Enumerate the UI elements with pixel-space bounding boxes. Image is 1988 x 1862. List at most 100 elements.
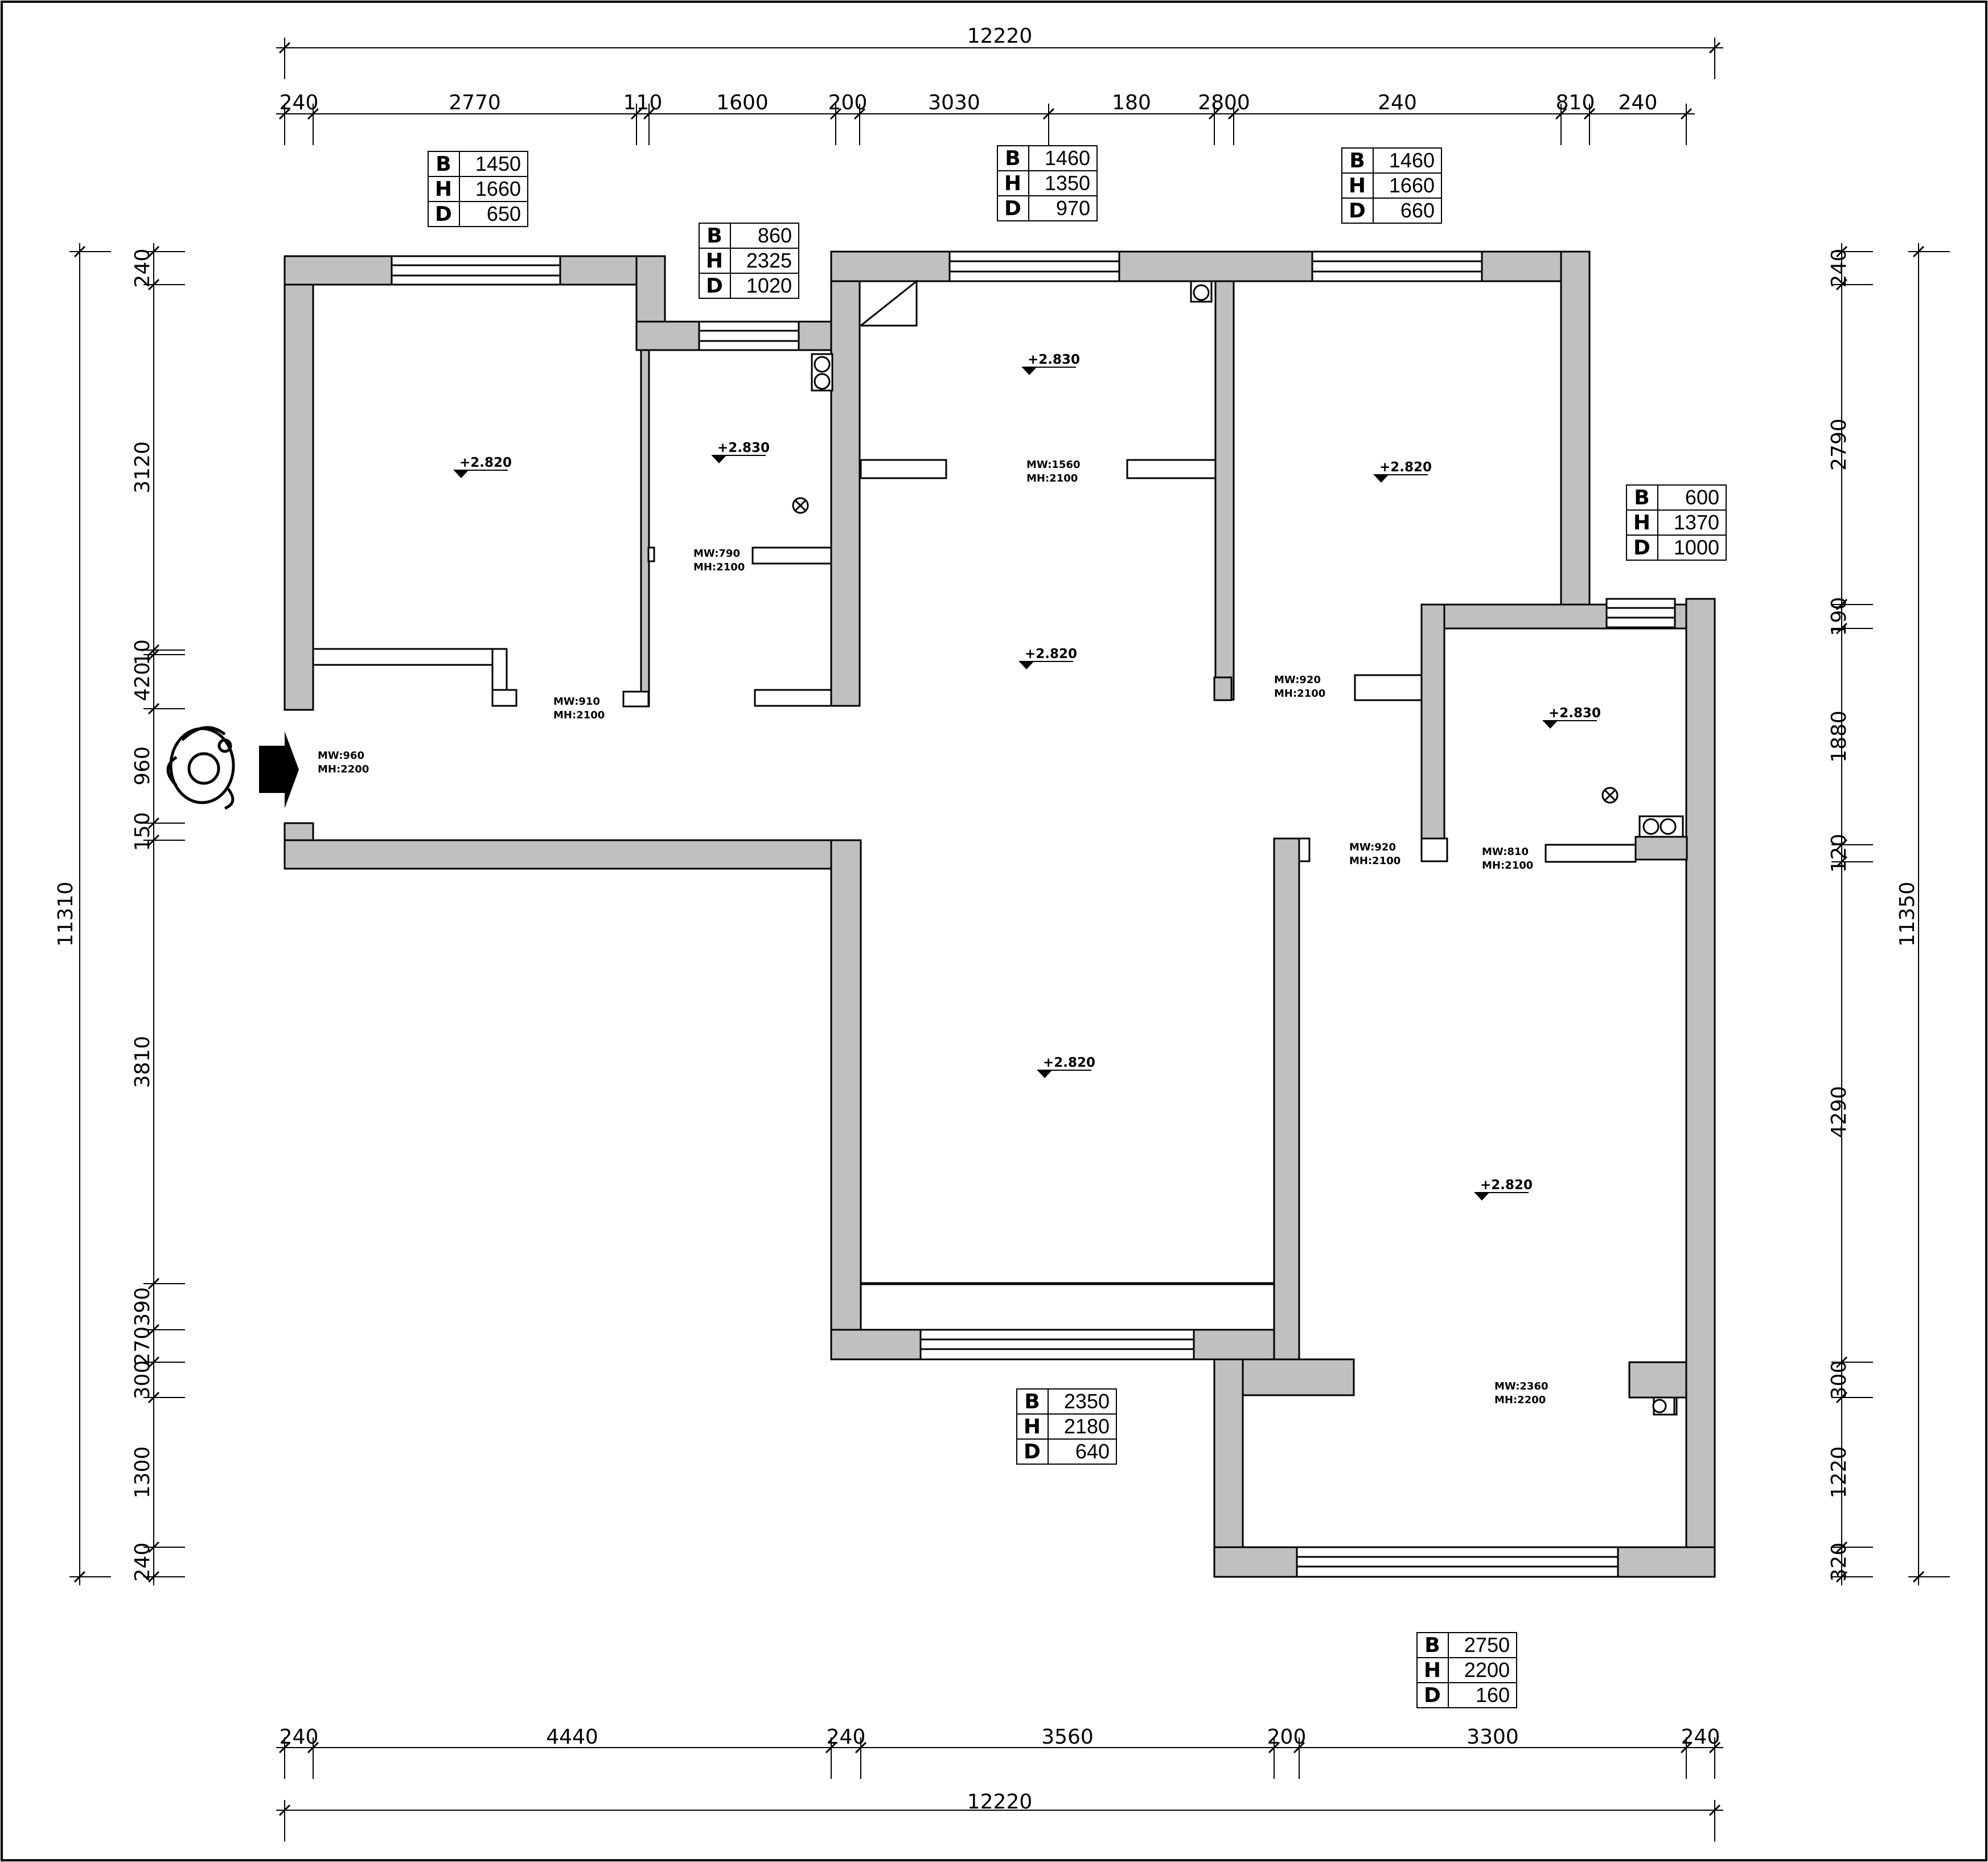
spec-key: B bbox=[1005, 147, 1020, 170]
dimension-value: 200 bbox=[1267, 1725, 1307, 1749]
spec-value: 2325 bbox=[746, 249, 792, 272]
dimension-value: 240 bbox=[1681, 1725, 1720, 1749]
floor-level-marks: +2.820+2.830+2.830+2.820+2.820+2.830+2.8… bbox=[454, 352, 1601, 1201]
dimension-value: 1880 bbox=[1827, 710, 1851, 763]
dimension-value: 12220 bbox=[967, 1790, 1033, 1814]
dimension-value: 120 bbox=[1827, 834, 1851, 873]
dimension-value: 420 bbox=[131, 662, 154, 701]
walls bbox=[284, 250, 1716, 1578]
spec-value: 660 bbox=[1400, 199, 1435, 222]
level-mark: +2.820 bbox=[1037, 1055, 1095, 1078]
dimension-value: 240 bbox=[1378, 91, 1417, 114]
door-width: MW:920 bbox=[1349, 841, 1396, 853]
dimension-value: 3120 bbox=[131, 441, 154, 494]
level-mark: +2.820 bbox=[1474, 1178, 1533, 1201]
dimension-value: 2790 bbox=[1827, 418, 1851, 471]
spec-key: H bbox=[1349, 174, 1366, 198]
dimension-value: 150 bbox=[131, 812, 154, 852]
level-mark: +2.830 bbox=[1543, 706, 1601, 729]
bottom-total-dimension: 12220 bbox=[276, 1790, 1723, 1842]
spec-value: 2200 bbox=[1464, 1658, 1510, 1682]
spec-key: B bbox=[436, 153, 451, 176]
spec-key: D bbox=[1633, 536, 1650, 560]
door-jambs bbox=[312, 459, 1678, 1416]
door-height: MH:2200 bbox=[1494, 1394, 1546, 1406]
left-total-dimension: 11310 bbox=[54, 243, 111, 1585]
dimension-value: 240 bbox=[131, 249, 154, 288]
spec-value: 1350 bbox=[1045, 171, 1090, 195]
spec-key: D bbox=[1024, 1440, 1041, 1464]
spec-key: H bbox=[1633, 511, 1650, 535]
right-total-dimension: 11350 bbox=[1896, 243, 1950, 1585]
door-width: MW:920 bbox=[1274, 674, 1321, 686]
dimension-value: 270 bbox=[131, 1326, 154, 1366]
dimension-value: 390 bbox=[131, 1287, 154, 1326]
door-width: MW:910 bbox=[553, 696, 600, 708]
dimension-value: 320 bbox=[1827, 1543, 1851, 1582]
dimension-value: 11350 bbox=[1896, 882, 1919, 947]
spec-key: D bbox=[1004, 197, 1021, 220]
entry-arrow-icon bbox=[259, 731, 299, 808]
level-value: +2.830 bbox=[1548, 706, 1601, 721]
spec-value: 2750 bbox=[1464, 1633, 1510, 1657]
dimension-value: 240 bbox=[1827, 249, 1851, 288]
level-value: +2.820 bbox=[1025, 647, 1077, 661]
level-value: +2.830 bbox=[1028, 352, 1080, 367]
spec-key: H bbox=[1024, 1415, 1041, 1438]
door-height: MH:2100 bbox=[1274, 688, 1325, 700]
dimension-value: 3560 bbox=[1041, 1725, 1094, 1749]
spec-value: 1660 bbox=[475, 177, 521, 200]
door-width: MW:2360 bbox=[1494, 1380, 1548, 1392]
spec-value: 600 bbox=[1685, 486, 1719, 509]
pipe-riser-icon bbox=[811, 280, 1684, 1416]
dimension-value: 3810 bbox=[131, 1036, 154, 1088]
dimension-value: 240 bbox=[280, 1725, 319, 1749]
level-value: +2.820 bbox=[1480, 1178, 1533, 1193]
door-height: MH:2100 bbox=[1349, 855, 1400, 867]
spec-value: 860 bbox=[758, 224, 792, 247]
dimension-value: 4290 bbox=[1827, 1086, 1851, 1138]
door-width: MW:1560 bbox=[1026, 459, 1081, 471]
corner-cabinet bbox=[860, 279, 918, 327]
spec-value: 970 bbox=[1056, 196, 1090, 220]
dimension-value: 1300 bbox=[131, 1446, 154, 1499]
dimension-value: 240 bbox=[280, 91, 319, 114]
dimension-value: 180 bbox=[1112, 91, 1151, 114]
dimension-value: 11310 bbox=[54, 882, 77, 947]
spec-key: B bbox=[1349, 149, 1365, 172]
spec-value: 1370 bbox=[1674, 511, 1719, 534]
dimension-value: 10 bbox=[131, 639, 154, 665]
level-mark: +2.820 bbox=[1374, 460, 1432, 483]
dimension-value: 4440 bbox=[546, 1725, 598, 1749]
dimension-value: 2800 bbox=[1198, 91, 1250, 114]
dimension-value: 300 bbox=[1827, 1360, 1851, 1400]
door-width: MW:810 bbox=[1482, 846, 1529, 858]
spec-value: 1450 bbox=[475, 152, 521, 175]
dimension-value: 3300 bbox=[1467, 1725, 1519, 1749]
spec-value: 160 bbox=[1476, 1683, 1510, 1707]
floor-drain-icon bbox=[792, 497, 1619, 804]
door-width: MW:790 bbox=[693, 548, 740, 560]
spec-key: H bbox=[706, 249, 723, 273]
door-height: MH:2100 bbox=[553, 709, 605, 721]
spec-value: 640 bbox=[1075, 1440, 1110, 1463]
level-value: +2.820 bbox=[459, 455, 512, 470]
spec-value: 2180 bbox=[1064, 1415, 1110, 1438]
